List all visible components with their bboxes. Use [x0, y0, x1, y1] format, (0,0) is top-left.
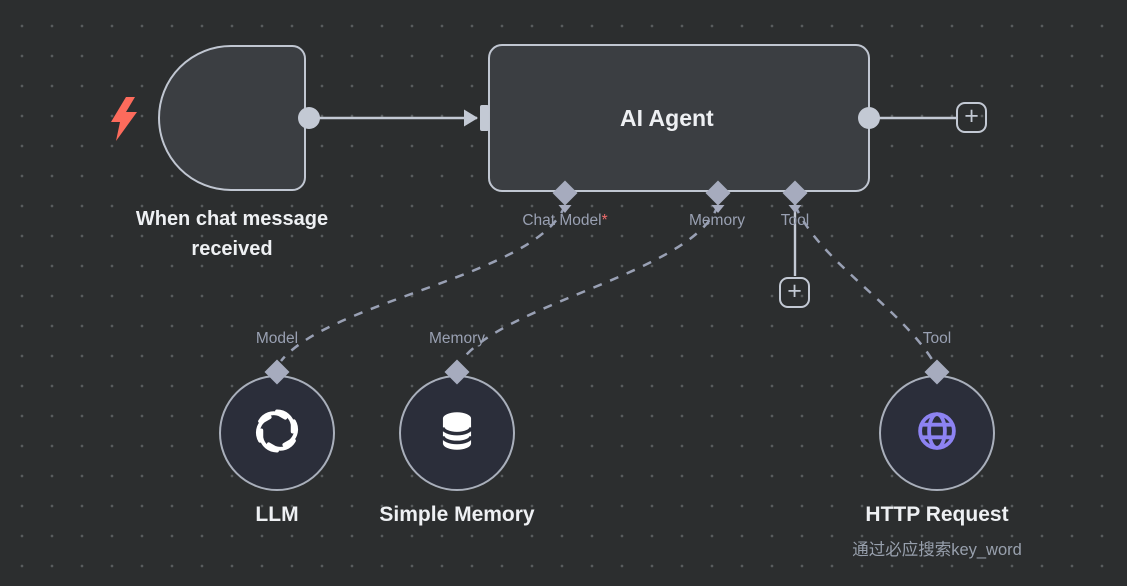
agent-tool-endpoint[interactable] — [782, 180, 808, 206]
trigger-node-title: When chat message received — [135, 208, 329, 260]
node-http-request[interactable] — [879, 375, 995, 491]
globe-icon — [910, 404, 964, 463]
agent-input-endpoint[interactable] — [480, 105, 489, 131]
connection-arrowhead — [464, 109, 478, 127]
openai-icon — [251, 405, 303, 462]
simplememory-node-title: Simple Memory — [379, 503, 535, 526]
agent-tool-endpoint-arrow — [788, 205, 802, 213]
llm-model-endpoint[interactable] — [264, 359, 290, 385]
add-tool-button[interactable]: + — [779, 277, 810, 308]
trigger-output-endpoint[interactable] — [298, 107, 320, 129]
simplememory-port-label: Memory — [429, 330, 485, 347]
agent-memory-endpoint-arrow — [711, 205, 725, 213]
http-tool-endpoint[interactable] — [924, 359, 950, 385]
agent-chatmodel-endpoint-arrow — [558, 205, 572, 213]
agent-node-title: AI Agent — [620, 104, 714, 131]
lightning-trigger-icon — [110, 97, 138, 146]
agent-port-label-chat-model: Chat Model* — [522, 212, 608, 229]
database-icon — [432, 406, 482, 461]
agent-port-label-memory: Memory — [689, 212, 745, 229]
node-chat-trigger[interactable] — [158, 45, 306, 191]
agent-output-endpoint[interactable] — [858, 107, 880, 129]
http-node-subtitle: 通过必应搜索key_word — [852, 541, 1022, 559]
agent-port-label-tool: Tool — [780, 212, 810, 229]
add-node-button[interactable]: + — [956, 102, 987, 133]
http-port-label: Tool — [922, 330, 952, 347]
agent-memory-endpoint[interactable] — [705, 180, 731, 206]
connection-tool-to-http — [793, 204, 935, 362]
llm-port-label: Model — [255, 330, 299, 347]
agent-chatmodel-endpoint[interactable] — [552, 180, 578, 206]
simplememory-memory-endpoint[interactable] — [444, 359, 470, 385]
required-asterisk: * — [601, 212, 608, 229]
node-llm[interactable] — [219, 375, 335, 491]
llm-node-title: LLM — [255, 503, 299, 526]
http-node-title: HTTP Request — [865, 503, 1009, 526]
node-simple-memory[interactable] — [399, 375, 515, 491]
node-ai-agent[interactable]: AI Agent — [488, 44, 870, 192]
